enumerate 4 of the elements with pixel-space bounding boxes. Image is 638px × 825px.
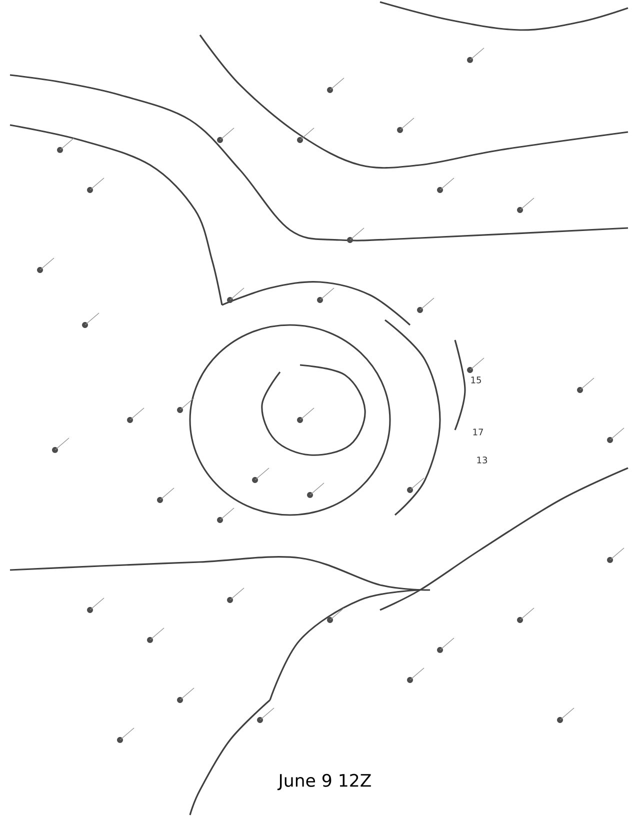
barb-number: 17 [473,428,483,436]
map-title: June 9 12Z [277,774,371,790]
barb-number: 15 [471,376,481,384]
barb-number: 13 [477,456,487,464]
